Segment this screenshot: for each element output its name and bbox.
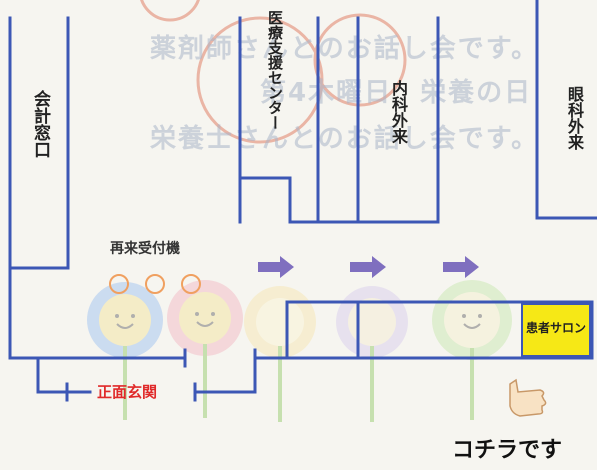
main-entrance-label: 正面玄関 bbox=[97, 383, 158, 401]
room-label-medical-support: 医療支援センター bbox=[266, 10, 284, 130]
flower-smile-icon bbox=[336, 286, 408, 422]
background-notice-line3: 栄養士さんとのお話し会です。 bbox=[150, 124, 540, 154]
room-label-patient-salon: 患者サロン bbox=[526, 321, 587, 335]
flower-smile-icon bbox=[167, 280, 243, 418]
room-label-internal-medicine: 内科外来 bbox=[389, 80, 408, 144]
flower-smile-icon bbox=[87, 282, 163, 420]
background-circles bbox=[140, 0, 407, 144]
flower-smile-icon bbox=[432, 280, 512, 420]
background-notice-line2: 第4木曜日 栄養の日 bbox=[260, 78, 533, 108]
background-flowers bbox=[87, 280, 512, 422]
room-label-ophthalmology: 眼科外来 bbox=[565, 86, 584, 150]
room-label-cashier: 会計窓口 bbox=[30, 90, 50, 158]
background-notice-line1: 薬剤師さんとのお話し会です。 bbox=[150, 34, 540, 64]
kiosk-label: 再来受付機 bbox=[110, 241, 180, 257]
this-way-label: コチラです bbox=[452, 438, 563, 463]
flower-smile-icon bbox=[244, 286, 316, 422]
patient-salon-box bbox=[521, 303, 591, 357]
